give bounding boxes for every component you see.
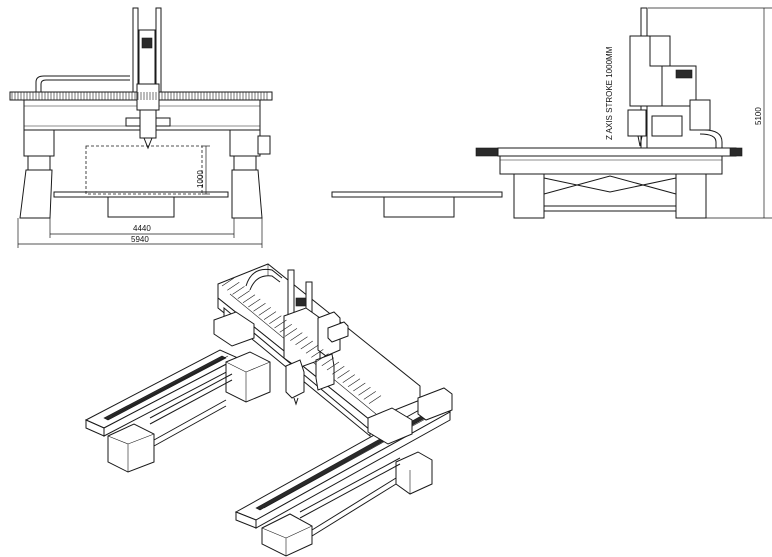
inner-width-dimension: 4440 [133, 224, 151, 233]
z-axis-stroke-label: Z AXIS STROKE 1000MM [605, 46, 614, 140]
side-view: Z AXIS STROKE 1000MM 5100 [331, 7, 772, 219]
height-dimension: 1000 [196, 170, 205, 188]
isometric-view [84, 263, 453, 557]
total-height-dimension: 5100 [754, 107, 763, 125]
overall-width-dimension: 5940 [131, 235, 149, 244]
rack-teeth [11, 92, 382, 404]
front-view: 1000 4440 5940 [9, 7, 273, 248]
